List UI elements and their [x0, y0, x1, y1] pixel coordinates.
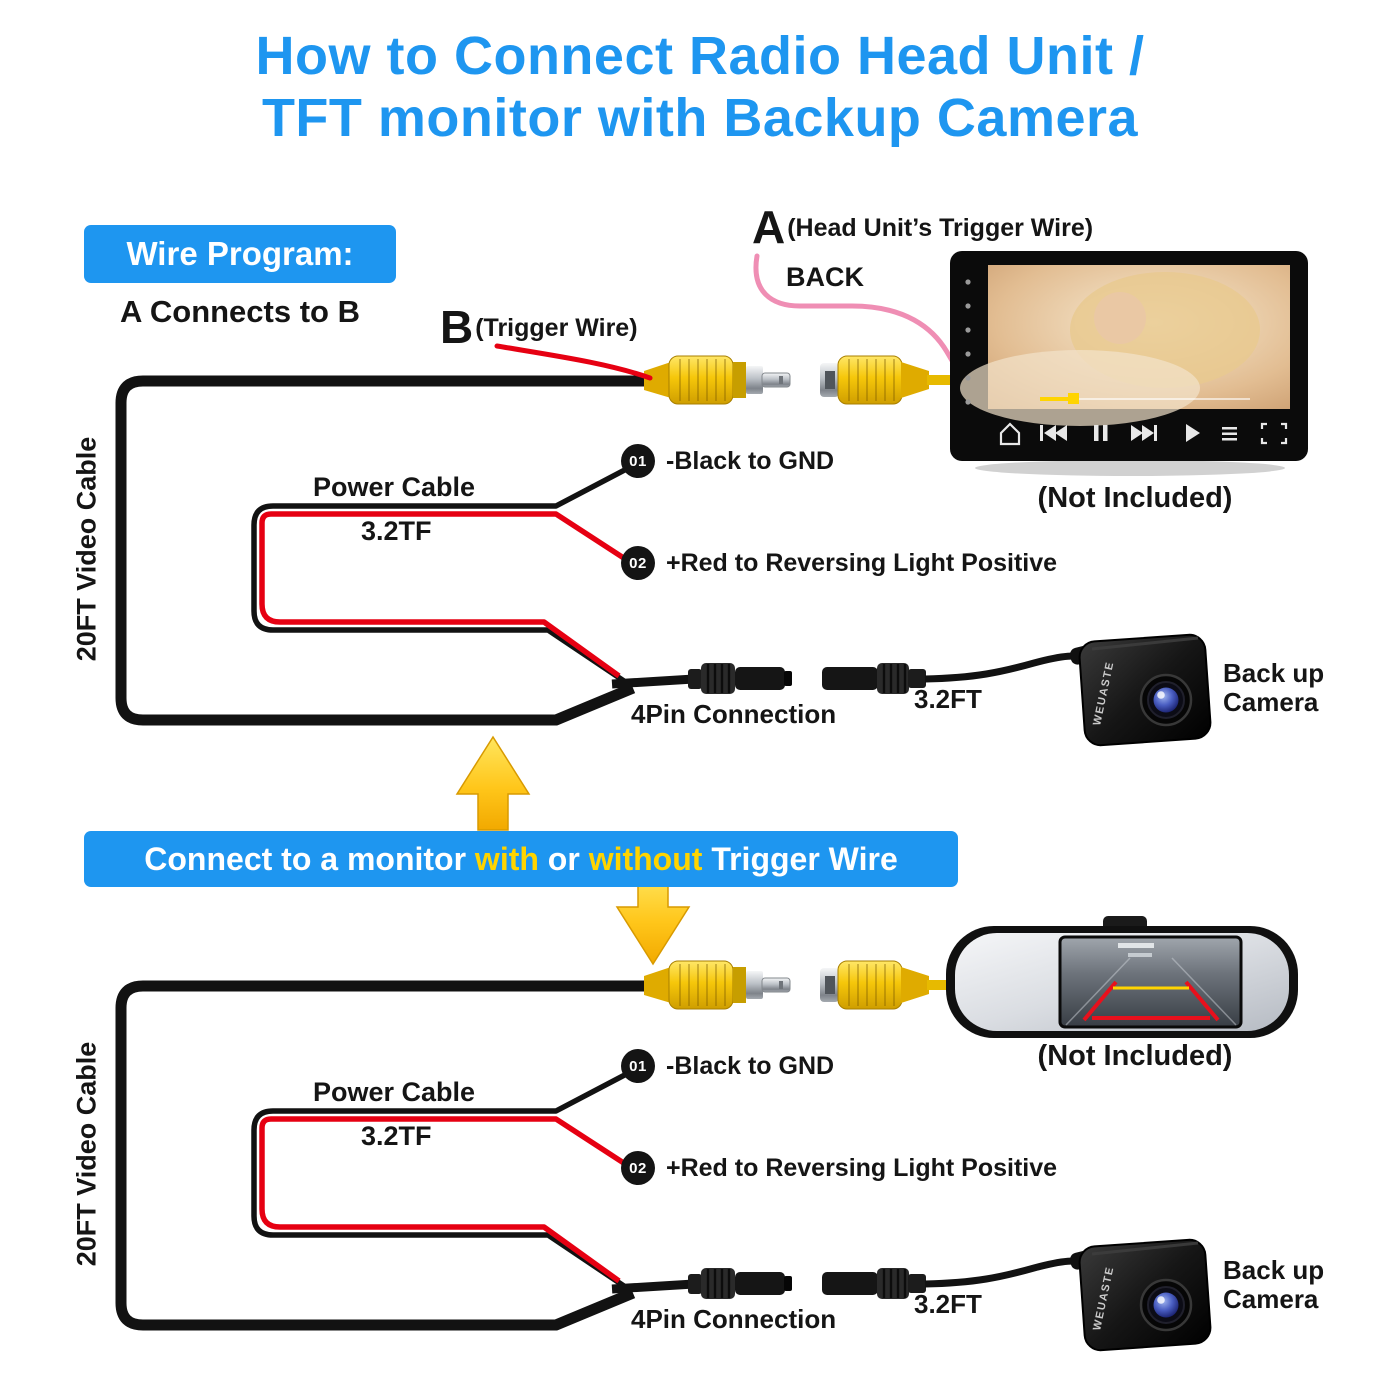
video-cable-label-bottom: 20FT Video Cable: [71, 1041, 102, 1267]
banner-part2: or: [538, 840, 589, 877]
video-cable-label-top: 20FT Video Cable: [71, 436, 102, 662]
menu-icon: [1222, 427, 1237, 441]
step2-badge-top: 02: [621, 546, 655, 580]
power-length-label-bottom: 3.2TF: [361, 1121, 432, 1151]
guide-line-right: [1184, 980, 1220, 1022]
camera-label-top-line2: Camera: [1223, 687, 1319, 718]
banner-with: with: [474, 840, 539, 877]
home-icon: [999, 422, 1021, 446]
mirror-monitor: [946, 916, 1298, 1038]
callout-b-letter: B: [440, 301, 474, 353]
back-label: BACK: [786, 262, 864, 292]
four-pin-label-bottom: 4Pin Connection: [631, 1304, 837, 1334]
arrow-up-icon: [455, 735, 531, 831]
wire-program-label: Wire Program:: [126, 235, 354, 272]
camera-label-bottom-line2: Camera: [1223, 1284, 1319, 1315]
trigger-wire-a: [753, 253, 957, 367]
four-pin-female-connector: [822, 663, 926, 694]
middle-banner: Connect to a monitor with or without Tri…: [84, 831, 958, 887]
not-included-top: (Not Included): [1037, 482, 1233, 514]
banner-part3: Trigger Wire: [702, 840, 898, 877]
page-title-line1: How to Connect Radio Head Unit /: [255, 26, 1145, 86]
pigtail-cable: [611, 674, 695, 689]
step1-top: 01 -Black to GND: [621, 444, 834, 478]
step1-badge-top: 01: [621, 444, 655, 478]
step2-top: 02 +Red to Reversing Light Positive: [621, 546, 1057, 580]
step2-text-bottom: +Red to Reversing Light Positive: [666, 1153, 1058, 1182]
camera-label-top-line1: Back up: [1223, 658, 1325, 688]
head-unit: [950, 251, 1308, 476]
page-title: How to Connect Radio Head Unit / TFT mon…: [0, 26, 1400, 149]
power-cable-label-top: Power Cable: [313, 472, 476, 502]
four-pin-label-top: 4Pin Connection: [631, 699, 837, 729]
callout-a-letter: A: [752, 201, 786, 253]
camera-label-bottom-line1: Back up: [1223, 1255, 1325, 1285]
extension-length-bottom: 3.2FT: [914, 1289, 982, 1319]
wire-program-subtitle: A Connects to B: [120, 294, 360, 329]
banner-part1: Connect to a monitor: [144, 840, 475, 877]
play-icon: [1186, 424, 1200, 442]
power-wire-red: [259, 511, 638, 679]
step2-text-top: +Red to Reversing Light Positive: [666, 548, 1058, 577]
callout-b-text: (Trigger Wire): [475, 314, 638, 342]
previous-icon: [1040, 425, 1067, 441]
camera-label-top: Back up Camera: [1223, 658, 1325, 718]
step2-bottom: 02 +Red to Reversing Light Positive: [621, 1151, 1057, 1185]
extension-length-top: 3.2FT: [914, 684, 982, 714]
trigger-wire-b: [494, 343, 653, 381]
rca-female-connector: [820, 355, 960, 405]
power-length-label-top: 3.2TF: [361, 516, 432, 546]
fullscreen-icon: [1260, 422, 1288, 445]
media-controls: [999, 422, 1288, 446]
rca-male-connector: [644, 355, 791, 405]
callout-b: B(Trigger Wire): [440, 300, 638, 354]
four-pin-male-connector: [688, 663, 792, 694]
step1-text-top: -Black to GND: [666, 446, 835, 475]
camera-cable: [924, 652, 1098, 683]
guide-line-left: [1082, 980, 1118, 1022]
next-icon: [1131, 425, 1157, 441]
callout-a: A(Head Unit’s Trigger Wire): [752, 200, 1093, 254]
side-buttons: [965, 279, 971, 405]
step1-text-bottom: -Black to GND: [666, 1051, 835, 1080]
callout-a-text: (Head Unit’s Trigger Wire): [787, 214, 1094, 242]
power-cable-label-bottom: Power Cable: [313, 1077, 476, 1107]
step2-badge-bottom: 02: [621, 1151, 655, 1185]
pause-icon: [1094, 425, 1108, 441]
power-wire-black: [251, 461, 638, 684]
middle-banner-text: Connect to a monitor with or without Tri…: [144, 841, 897, 878]
video-cable: [115, 375, 650, 726]
backup-camera: WEUASTE: [1069, 633, 1212, 747]
not-included-bottom: (Not Included): [1037, 1040, 1233, 1072]
wire-program-banner: Wire Program:: [84, 225, 396, 283]
page-title-line2: TFT monitor with Backup Camera: [261, 87, 1139, 148]
camera-label-bottom: Back up Camera: [1223, 1255, 1325, 1315]
banner-without: without: [588, 840, 703, 877]
mirror-screen: [1058, 935, 1243, 1029]
step1-bottom: 01 -Black to GND: [621, 1049, 834, 1083]
step1-badge-bottom: 01: [621, 1049, 655, 1083]
